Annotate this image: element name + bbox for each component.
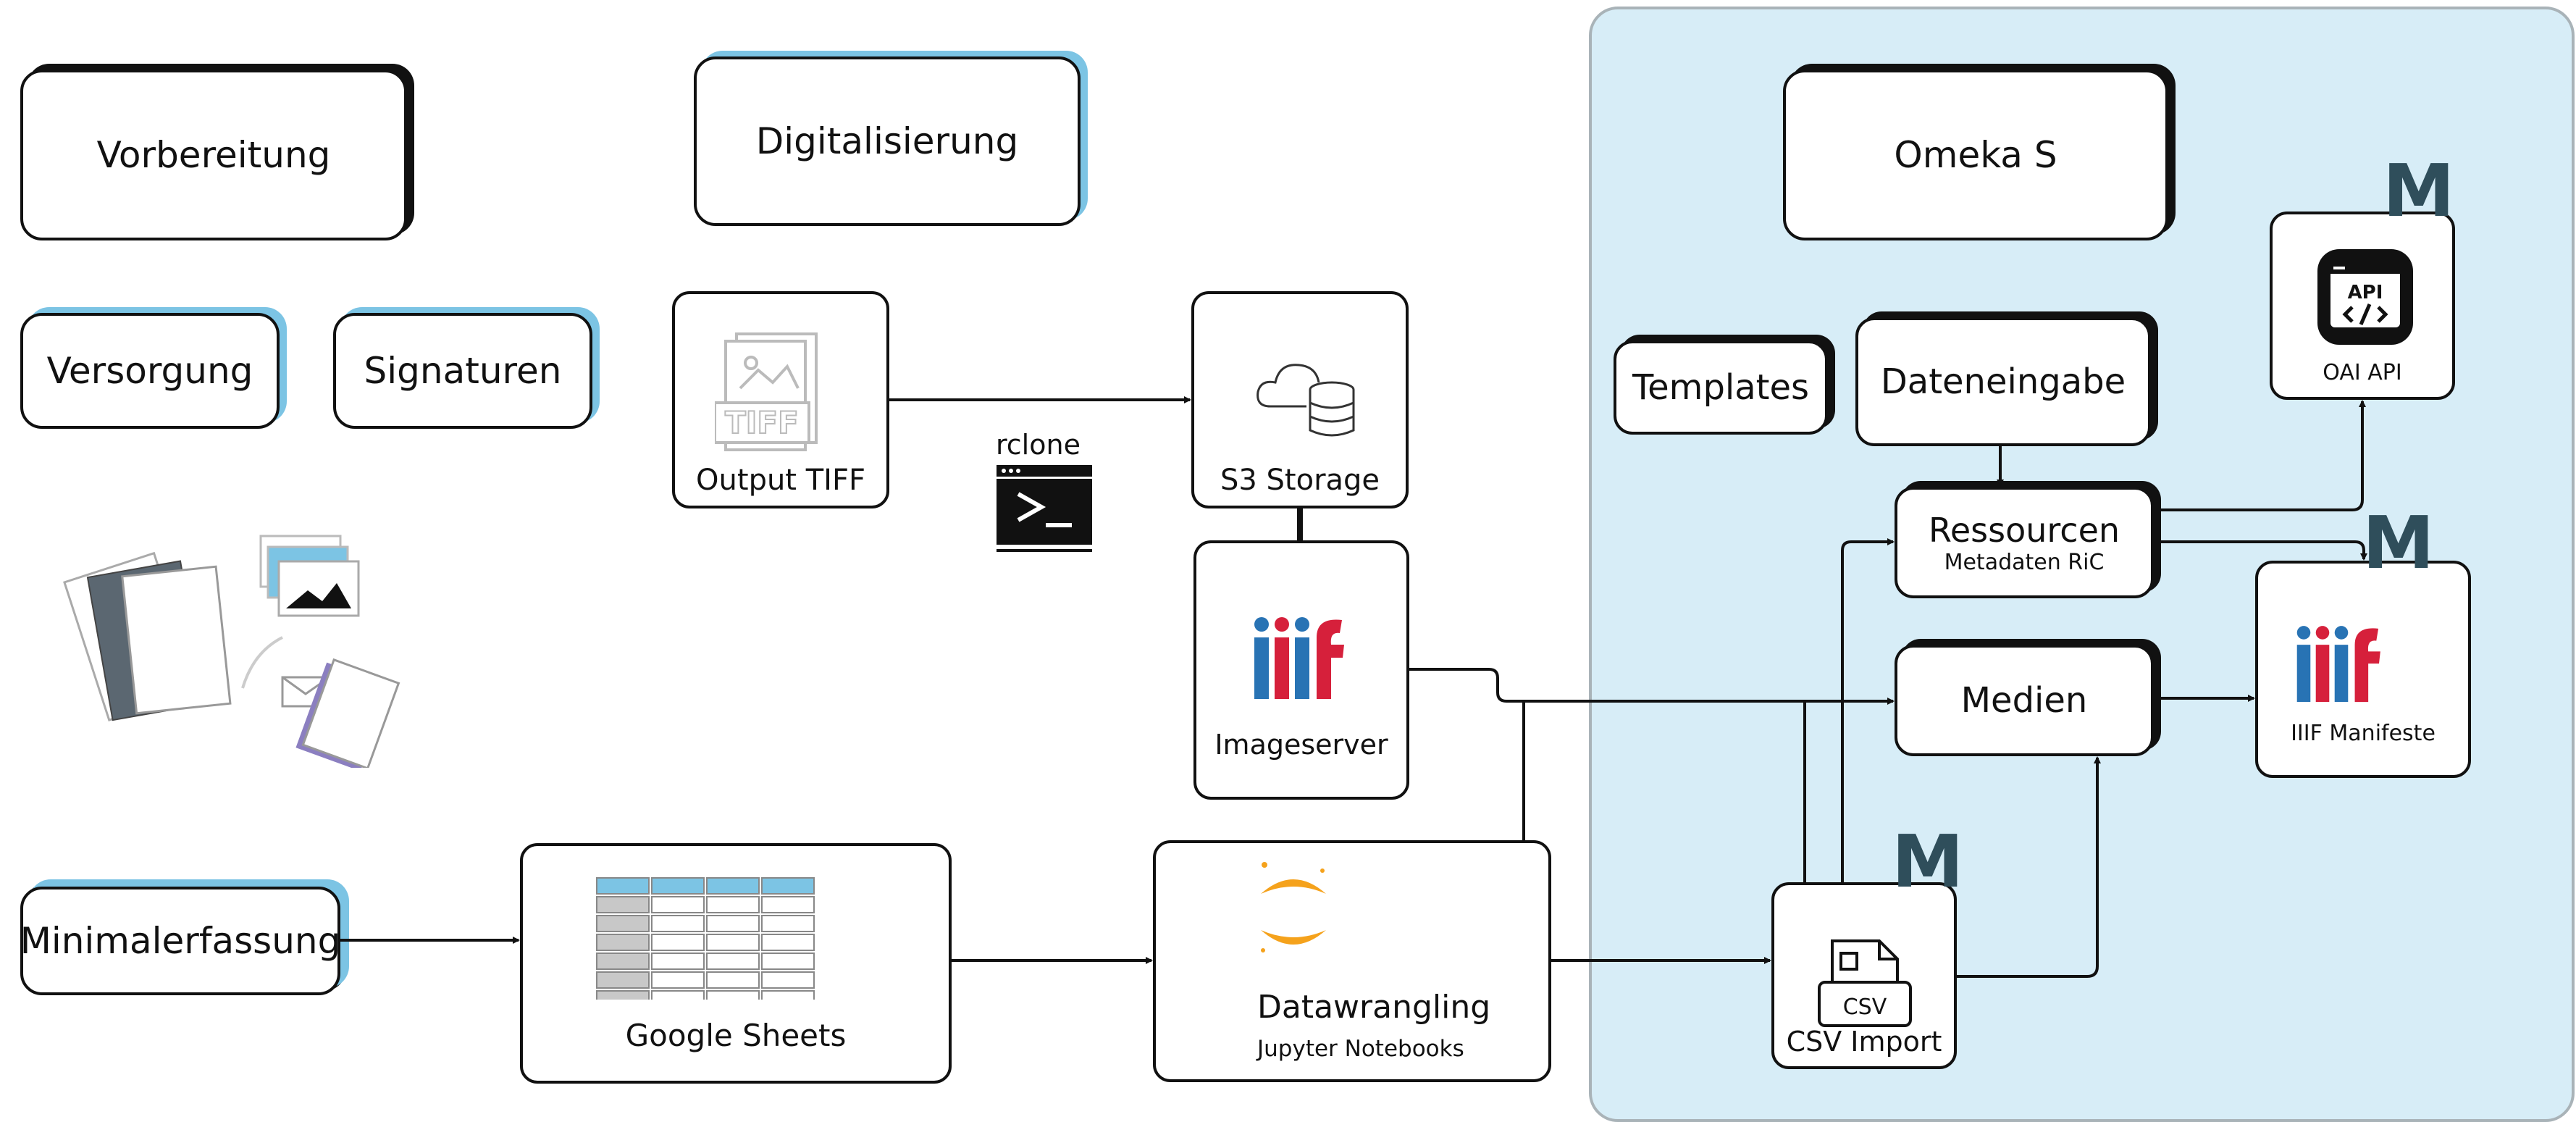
output-tiff-label: Output TIFF <box>696 464 865 497</box>
sheet-cell <box>761 896 815 913</box>
sheet-cell <box>596 971 650 989</box>
jupyter-notebooks-label: Jupyter Notebooks <box>1257 1036 1464 1062</box>
oai-api-label: OAI API <box>2323 360 2402 385</box>
terminal-icon <box>997 465 1092 552</box>
sheet-cell <box>596 990 650 1000</box>
stage-digitalisierung-label: Digitalisierung <box>755 120 1019 162</box>
stage-versorgung-label: Versorgung <box>46 350 253 392</box>
stage-digitalisierung[interactable]: Digitalisierung <box>694 56 1081 226</box>
s3-storage-label: S3 Storage <box>1220 464 1380 497</box>
sheet-cell <box>706 953 760 970</box>
jupyter-logo-icon <box>1261 862 1326 953</box>
omeka-title-label: Omeka S <box>1894 134 2057 176</box>
edge-csv-medien <box>1957 756 2101 978</box>
imageserver-label: Imageserver <box>1214 729 1388 761</box>
sheet-cell <box>761 915 815 932</box>
stage-signaturen-label: Signaturen <box>364 350 562 392</box>
sheet-cell <box>651 953 705 970</box>
sheet-cell <box>761 953 815 970</box>
dateneingabe-label: Dateneingabe <box>1880 361 2126 402</box>
sheet-cell <box>651 934 705 951</box>
dateneingabe-node[interactable]: Dateneingabe <box>1855 317 2151 446</box>
output-tiff-node[interactable]: TIFF Output TIFF <box>672 291 889 508</box>
google-sheets-label: Google Sheets <box>625 1018 847 1053</box>
datawrangling-label: Datawrangling <box>1257 989 1491 1026</box>
google-sheets-node[interactable]: Google Sheets <box>520 843 952 1084</box>
sheet-cell <box>596 896 650 913</box>
edge-imageserver-medien <box>1409 668 1895 705</box>
api-code-icon: API <box>2317 249 2413 345</box>
tiff-badge: TIFF <box>725 405 799 440</box>
m-badge-csv: M <box>1892 819 1964 904</box>
stage-minimalerfassung[interactable]: Minimalerfassung <box>20 887 340 995</box>
csv-file-icon: CSV <box>1818 939 1912 1027</box>
iiif-logo-icon <box>2296 626 2380 703</box>
iiif-manifeste-label: IIIF Manifeste <box>2291 721 2436 746</box>
templates-node[interactable]: Templates <box>1614 340 1828 435</box>
ressourcen-label: Ressourcen <box>1928 510 2120 550</box>
stage-signaturen[interactable]: Signaturen <box>333 313 592 429</box>
sheet-cell <box>761 877 815 895</box>
sheet-cell <box>596 934 650 951</box>
cloud-database-icon <box>1256 364 1355 437</box>
sheet-cell <box>651 877 705 895</box>
sheet-cell <box>706 915 760 932</box>
sheet-cell <box>706 896 760 913</box>
medien-label: Medien <box>1960 680 2088 721</box>
edge-csv-ressourcen <box>1841 538 1895 882</box>
sheet-cell <box>761 971 815 989</box>
oai-api-node[interactable]: API OAI API <box>2270 212 2455 400</box>
stage-vorbereitung[interactable]: Vorbereitung <box>20 70 407 240</box>
tiff-file-icon: TIFF <box>715 332 818 451</box>
csv-import-node[interactable]: CSV CSV Import <box>1771 882 1957 1069</box>
edge-ressourcen-oai <box>2154 400 2366 511</box>
m-badge-iiif: M <box>2362 501 2435 585</box>
sheet-cell <box>706 971 760 989</box>
sheet-cell <box>651 990 705 1000</box>
sheet-cell <box>596 915 650 932</box>
omeka-title-node[interactable]: Omeka S <box>1783 70 2168 240</box>
edge-ressourcen-iiif <box>2154 540 2367 561</box>
csv-import-label: CSV Import <box>1786 1026 1942 1058</box>
stage-versorgung[interactable]: Versorgung <box>20 313 280 429</box>
m-badge-oai: M <box>2383 148 2455 233</box>
sheet-cell <box>651 971 705 989</box>
sheet-cell <box>596 877 650 895</box>
sheet-cell <box>651 915 705 932</box>
sheet-cell <box>706 934 760 951</box>
spreadsheet-icon <box>596 877 815 1000</box>
imageserver-node[interactable]: Imageserver <box>1193 540 1409 800</box>
sheet-cell <box>761 934 815 951</box>
ressourcen-node[interactable]: Ressourcen Metadaten RiC <box>1895 487 2154 598</box>
datawrangling-node[interactable]: Datawrangling Jupyter Notebooks <box>1153 840 1551 1082</box>
s3-storage-node[interactable]: S3 Storage <box>1191 291 1409 508</box>
iiif-logo-icon <box>1254 617 1344 699</box>
medien-node[interactable]: Medien <box>1895 645 2154 756</box>
rclone-label: rclone <box>996 429 1081 461</box>
iiif-manifeste-node[interactable]: IIIF Manifeste <box>2255 561 2471 778</box>
sheet-cell <box>651 896 705 913</box>
csv-badge: CSV <box>1843 995 1887 1020</box>
stage-minimalerfassung-label: Minimalerfassung <box>20 920 341 962</box>
sheet-cell <box>706 990 760 1000</box>
metadaten-ric-label: Metadaten RiC <box>1944 549 2105 575</box>
sheet-cell <box>706 877 760 895</box>
sheet-cell <box>761 990 815 1000</box>
api-badge: API <box>2348 282 2383 303</box>
templates-label: Templates <box>1632 367 1810 408</box>
sheet-cell <box>596 953 650 970</box>
documents-illustration-icon <box>63 535 400 768</box>
stage-vorbereitung-label: Vorbereitung <box>96 134 331 176</box>
